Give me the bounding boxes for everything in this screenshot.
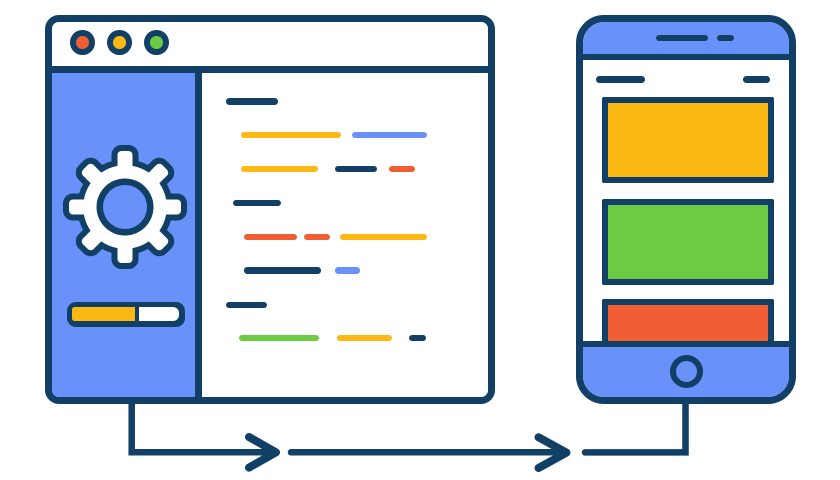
window-control-yellow-dot (107, 30, 132, 55)
code-line-red (304, 233, 330, 241)
speaker-line (656, 35, 708, 42)
browser-body (52, 73, 488, 397)
code-line-yellow (240, 131, 342, 139)
arrowhead-icon (534, 433, 571, 472)
code-line-navy (244, 267, 321, 274)
progress-bar-fill (72, 307, 135, 322)
code-line-yellow (340, 233, 427, 241)
code-line-green (238, 334, 320, 342)
phone-screen (583, 59, 789, 385)
speaker-line (716, 35, 735, 42)
window-control-yellow-dot-inner (113, 36, 126, 49)
code-line-navy (334, 165, 377, 173)
window-control-green-dot (144, 30, 169, 55)
code-line-navy (225, 98, 278, 105)
progress-bar (67, 302, 185, 327)
phone (576, 15, 796, 404)
status-line (596, 76, 645, 83)
code-line-yellow (240, 165, 319, 173)
code-line-yellow (337, 334, 393, 342)
code-line-navy (232, 199, 282, 207)
window-control-red-dot-inner (76, 36, 89, 49)
browser-content (202, 73, 488, 397)
arrow-segment-to-phone (581, 399, 689, 456)
code-line-navy (225, 301, 267, 309)
progress-bar-track (139, 307, 180, 322)
browser-window (45, 15, 495, 404)
window-control-red-dot (70, 30, 95, 55)
code-line-navy (409, 334, 427, 342)
home-button (669, 355, 703, 388)
gear-hub (103, 185, 147, 229)
arrow-segment-from-browser (128, 399, 272, 456)
status-line (743, 76, 770, 83)
screen-block-green (602, 198, 774, 285)
gear-icon (63, 145, 187, 269)
window-control-green-dot-inner (150, 36, 163, 49)
browser-sidebar (52, 73, 202, 397)
phone-header (583, 22, 789, 60)
phone-bottom-bar (583, 341, 789, 397)
code-line-red (388, 165, 416, 173)
screen-block-yellow (602, 97, 774, 183)
code-line-blue (352, 131, 427, 139)
browser-titlebar (52, 22, 488, 73)
code-line-blue (334, 267, 360, 274)
arrowhead-icon (245, 433, 280, 472)
code-line-red (244, 233, 298, 241)
